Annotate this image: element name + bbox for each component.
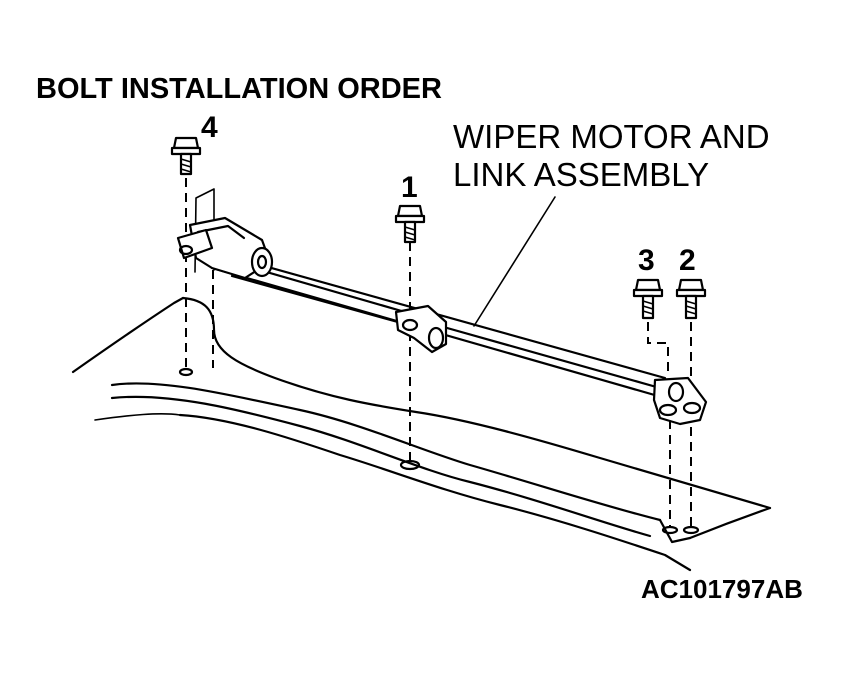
wiper-motor bbox=[176, 216, 274, 280]
callout-line-1: WIPER MOTOR AND bbox=[453, 118, 770, 155]
panel-left-edge bbox=[71, 296, 185, 374]
right-pivot bbox=[652, 376, 708, 426]
mount-hole-2 bbox=[682, 525, 700, 535]
bolt-number-1: 1 bbox=[401, 171, 418, 204]
link-rod-inner-3 bbox=[438, 324, 662, 390]
bolt-1 bbox=[394, 204, 426, 244]
panel-right-edge bbox=[688, 506, 772, 540]
bolt-thread bbox=[404, 226, 416, 241]
panel-bottom-contour bbox=[178, 413, 692, 572]
mount-hole-1 bbox=[399, 459, 421, 471]
panel-left-lip bbox=[94, 413, 181, 421]
guide-line-3-upper bbox=[647, 322, 669, 374]
center-pivot bbox=[394, 304, 448, 354]
motor-mount-bracket bbox=[176, 228, 214, 260]
callout-leader-line bbox=[473, 196, 556, 327]
body-panel bbox=[71, 188, 772, 572]
mount-holes bbox=[178, 367, 700, 535]
bolt-number-2: 2 bbox=[679, 244, 696, 277]
right-pivot-hole-2 bbox=[682, 401, 702, 415]
panel-inner-contour bbox=[110, 395, 652, 538]
figure-id: AC101797AB bbox=[641, 574, 803, 604]
bolt-4 bbox=[170, 136, 202, 176]
motor-shaft bbox=[256, 254, 268, 270]
bolt-thread bbox=[685, 300, 697, 315]
bolt-thread bbox=[180, 158, 192, 173]
guide-lines bbox=[185, 178, 692, 526]
bolt-head bbox=[634, 278, 662, 292]
bolt-thread bbox=[642, 300, 654, 315]
bolt-number-4: 4 bbox=[201, 111, 218, 144]
motor-mount-hole bbox=[178, 244, 194, 256]
motor-gearbox-top bbox=[196, 224, 246, 240]
center-pivot-shaft bbox=[427, 326, 445, 350]
diagram-title: BOLT INSTALLATION ORDER bbox=[36, 73, 442, 105]
mount-hole-4 bbox=[178, 367, 194, 377]
callout-line-2: LINK ASSEMBLY bbox=[453, 156, 709, 193]
mount-hole-3 bbox=[661, 525, 679, 535]
bolt-2 bbox=[675, 278, 707, 320]
right-pivot-hole-3 bbox=[658, 403, 678, 417]
bolt-head bbox=[172, 136, 200, 150]
panel-lower-contour bbox=[110, 382, 662, 522]
bolt-number-3: 3 bbox=[638, 244, 655, 277]
bolt-head bbox=[396, 204, 424, 218]
bolt-head bbox=[677, 278, 705, 292]
link-rod-inner-2 bbox=[230, 274, 407, 326]
right-pivot-shaft bbox=[667, 381, 685, 403]
center-pivot-hole bbox=[401, 318, 419, 332]
motor-end-cap bbox=[250, 246, 274, 278]
bolt-3 bbox=[632, 278, 664, 320]
panel-upper-contour bbox=[181, 296, 772, 510]
